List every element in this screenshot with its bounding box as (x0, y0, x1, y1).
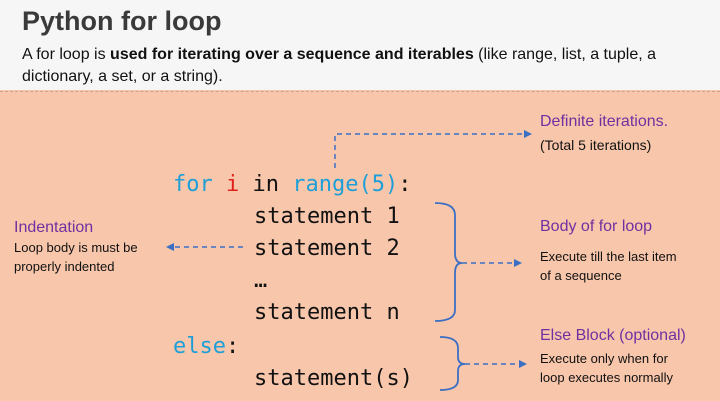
indentation-title: Indentation (14, 219, 94, 236)
body-of-loop-title: Body of for loop (540, 218, 653, 235)
range-call: range(5) (292, 172, 399, 197)
for-line: for i in range(5): (173, 172, 411, 198)
statement-1: statement 1 (254, 204, 400, 229)
for-colon: : (398, 172, 412, 197)
else-block-body-2: loop executes normally (540, 370, 673, 385)
statement-2: statement 2 (254, 236, 400, 261)
body-brace (434, 202, 463, 322)
intro-bold: used for iterating over a sequence and i… (110, 46, 474, 63)
definite-iterations-title: Definite iterations. (540, 113, 669, 130)
indentation-body-2: properly indented (14, 259, 115, 274)
ellipsis: … (254, 268, 268, 293)
for-keyword: for (173, 172, 213, 197)
else-line: else: (173, 334, 239, 360)
header-panel (0, 0, 720, 90)
loop-variable: i (226, 172, 240, 197)
body-of-loop-body-1: Execute till the last item (540, 249, 677, 264)
body-of-loop-body-2: of a sequence (540, 268, 622, 283)
else-keyword: else (173, 334, 226, 359)
definite-iterations-body: (Total 5 iterations) (540, 137, 652, 153)
intro-post: (like range, list, a tuple, a dictionary… (22, 46, 657, 85)
statement-n: statement n (254, 300, 400, 325)
else-block-title: Else Block (optional) (540, 327, 686, 344)
else-statements: statement(s) (254, 366, 413, 391)
else-brace (439, 336, 466, 391)
intro-pre: A for loop is (22, 46, 111, 63)
in-keyword: in (252, 172, 280, 197)
indentation-body-1: Loop body is must be (14, 240, 138, 255)
else-colon: : (225, 334, 240, 359)
intro-text: A for loop is used for iterating over a … (22, 44, 702, 88)
definite-iterations-arrow (334, 130, 532, 168)
else-block-body-1: Execute only when for (540, 351, 668, 366)
divider (0, 91, 720, 92)
page-title: Python for loop (22, 6, 222, 36)
